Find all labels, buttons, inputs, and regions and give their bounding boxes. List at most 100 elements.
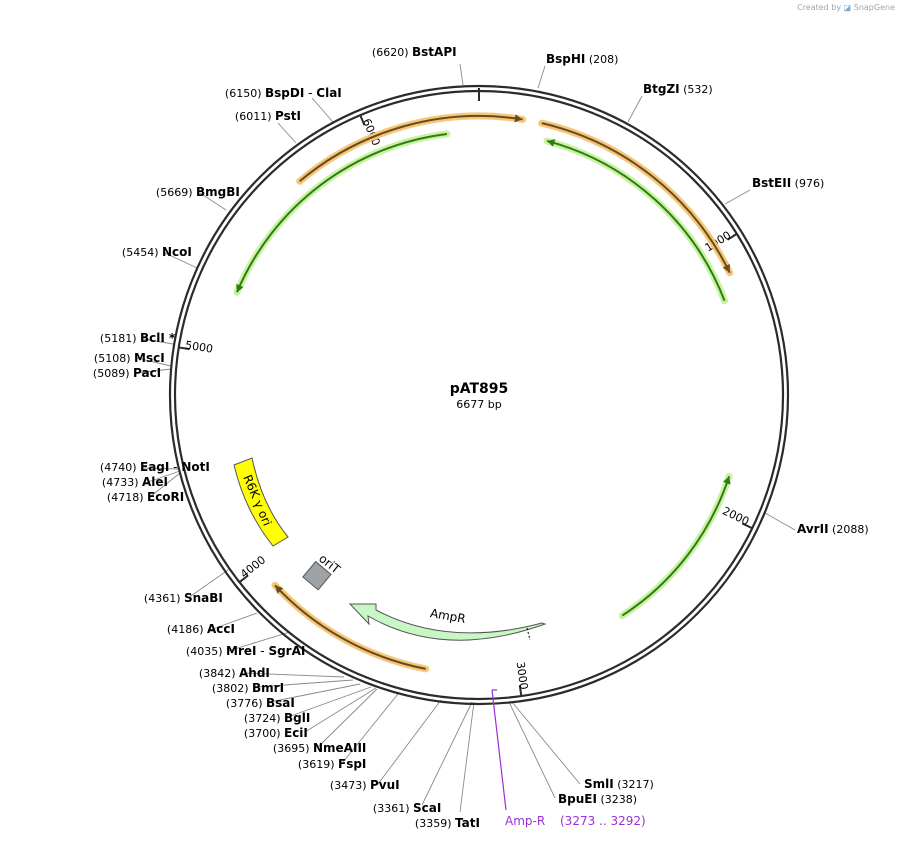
site-bmri[interactable]: (3802) BmrI [212, 681, 284, 695]
site-bsteii[interactable]: BstEII (976) [752, 176, 824, 190]
green-arc-right-top-head [547, 139, 556, 147]
site-position: (6011) [235, 110, 275, 123]
site-name: BsaI [266, 696, 295, 710]
site-name: SmlI [584, 777, 614, 791]
snapgene-credit: Created by ◪ SnapGene [797, 3, 895, 12]
site-alei[interactable]: (4733) AleI [102, 475, 168, 489]
site-paci[interactable]: (5089) PacI [93, 366, 161, 380]
orit-feature[interactable] [302, 560, 332, 591]
tick-5000 [178, 346, 190, 351]
site-smli[interactable]: SmlI (3217) [584, 777, 654, 791]
site-name: BspDI [265, 86, 304, 100]
leader-paci [135, 368, 172, 374]
leader-ahdi [243, 672, 345, 678]
site-bgli[interactable]: (3724) BglI [244, 711, 310, 725]
site-separator: - [256, 644, 268, 658]
site-fspi[interactable]: (3619) FspI [298, 757, 366, 771]
amp-r-primer-leader [491, 689, 507, 811]
site-scai[interactable]: (3361) ScaI [373, 801, 441, 815]
leader-bstapi [459, 63, 464, 86]
ampr-feature[interactable] [348, 603, 547, 641]
site-name: BstAPI [412, 45, 457, 59]
site-msci[interactable]: (5108) MscI [94, 351, 165, 365]
site-mrei-sgrai[interactable]: (4035) MreI - SgrAI [186, 644, 305, 658]
site-eagi-noti[interactable]: (4740) EagI - NotI [100, 460, 210, 474]
site-bspdi-clai[interactable]: (6150) BspDI - ClaI [225, 86, 342, 100]
site-name: PstI [275, 109, 301, 123]
amp-r-primer-name[interactable]: Amp-R [505, 814, 545, 828]
site-position: (5108) [94, 352, 134, 365]
site-bstapi[interactable]: (6620) BstAPI [372, 45, 457, 59]
site-ecii[interactable]: (3700) EciI [244, 726, 308, 740]
site-ncoi[interactable]: (5454) NcoI [122, 245, 192, 259]
site-position: (3695) [273, 742, 313, 755]
leader-fspi [342, 693, 399, 763]
green-arc-right-top[interactable] [546, 139, 726, 302]
site-position: (3361) [373, 802, 413, 815]
site-tati[interactable]: (3359) TatI [415, 816, 480, 830]
site-name: PvuI [370, 778, 400, 792]
site-bsai[interactable]: (3776) BsaI [226, 696, 295, 710]
tick-3000 [518, 685, 523, 697]
site-bmgbi[interactable]: (5669) BmgBI [156, 185, 240, 199]
site-acci[interactable]: (4186) AccI [167, 622, 235, 636]
leader-bcli [142, 338, 174, 345]
leader-btgzi [627, 95, 643, 123]
leader-ncoi [164, 252, 198, 269]
site-name: SnaBI [184, 591, 223, 605]
site-name: BstEII [752, 176, 791, 190]
site-position: (3619) [298, 758, 338, 771]
tick-1000 [726, 233, 738, 241]
green-arc-right-bottom[interactable] [621, 475, 731, 617]
site-position: (208) [585, 53, 618, 66]
site-btgzi[interactable]: BtgZI (532) [643, 82, 713, 96]
site-position: (3473) [330, 779, 370, 792]
amp-r-primer-range: (3273 .. 3292) [560, 814, 646, 828]
site-position: (3238) [597, 793, 637, 806]
site-position: (5089) [93, 367, 133, 380]
site-name: EcoRI [147, 490, 184, 504]
site-ahdi[interactable]: (3842) AhdI [199, 666, 270, 680]
site-avrii[interactable]: AvrII (2088) [797, 522, 869, 536]
site-position: (5454) [122, 246, 162, 259]
leader-nmeaiii [317, 688, 378, 748]
site-name: FspI [338, 757, 366, 771]
site-psti[interactable]: (6011) PstI [235, 109, 301, 123]
leader-bgli [287, 686, 372, 718]
credit-prefix: Created by [797, 3, 842, 12]
ampr-label: AmpR [429, 606, 467, 626]
leader-avrii [764, 512, 796, 531]
leader-bsphi [537, 65, 546, 89]
site-bcli[interactable]: (5181) BclI * [100, 331, 176, 345]
site-name: BpuEI [558, 792, 597, 806]
orange-arc-bottom[interactable] [274, 584, 426, 670]
site-nmeaiii[interactable]: (3695) NmeAIII [273, 741, 366, 755]
site-ecori[interactable]: (4718) EcoRI [107, 490, 184, 504]
site-pvui[interactable]: (3473) PvuI [330, 778, 400, 792]
site-name: BspHI [546, 52, 585, 66]
orange-arc-left-top[interactable] [299, 115, 523, 183]
green-arc-left-head [236, 283, 244, 293]
site-bsphi[interactable]: BspHI (208) [546, 52, 618, 66]
site-position: (6620) [372, 46, 412, 59]
site-separator: - [304, 86, 316, 100]
site-position: (5181) [100, 332, 140, 345]
site-position: (4186) [167, 623, 207, 636]
site-position: (3359) [415, 817, 455, 830]
site-position: (3776) [226, 697, 266, 710]
orange-arc-right[interactable] [541, 122, 731, 274]
site-separator: - [169, 460, 181, 474]
leader-bsai [269, 683, 361, 703]
green-arc-left[interactable] [235, 132, 448, 293]
green-arc-right-bottom-head [722, 476, 731, 485]
site-snabi[interactable]: (4361) SnaBI [144, 591, 223, 605]
leader-acci [209, 612, 258, 631]
leader-scai [421, 701, 473, 806]
leader-alei [144, 470, 181, 484]
site-name: NcoI [162, 245, 192, 259]
site-bpuei[interactable]: BpuEI (3238) [558, 792, 637, 806]
plasmid-length: 6677 bp [456, 398, 501, 411]
leader-bpuei [508, 701, 556, 799]
orange-arc-left-top-glow [296, 112, 527, 185]
r6k-gamma-ori-feature[interactable] [233, 457, 289, 547]
